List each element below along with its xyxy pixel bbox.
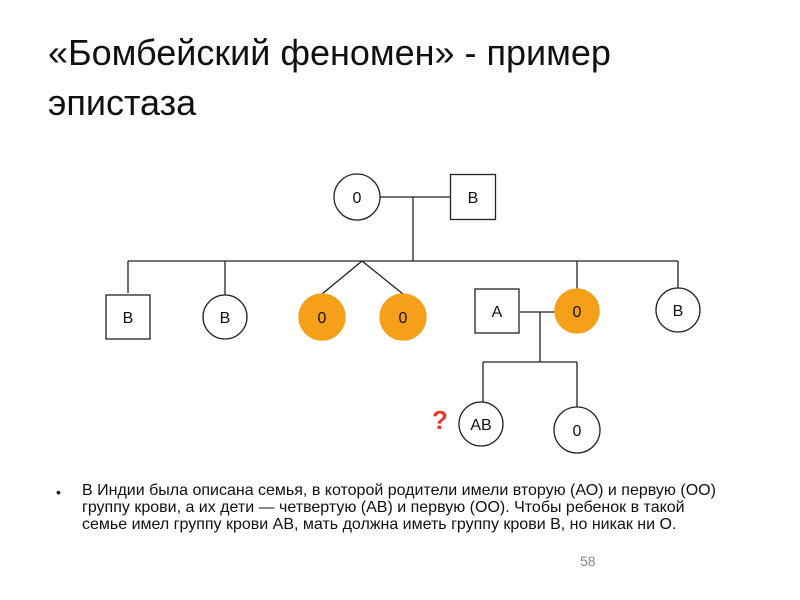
blood-group-label: 0	[353, 190, 362, 207]
blood-group-label: B	[673, 303, 684, 320]
pedigree-node-daughter-twin-1: 0	[298, 293, 346, 341]
slide-title: «Бомбейский феномен» - пример эпистаза	[48, 28, 788, 128]
title-line-2: эпистаза	[48, 82, 197, 123]
title-line-1: «Бомбейский феномен» - пример	[48, 32, 611, 73]
pedigree-node-daughter-3: B	[655, 287, 701, 333]
female-symbol	[202, 294, 248, 340]
blood-group-label: B	[123, 310, 134, 327]
pedigree-node-grandfather: B	[449, 173, 497, 221]
male-symbol	[105, 294, 151, 340]
male-symbol	[474, 288, 520, 334]
blood-group-label: B	[468, 190, 479, 207]
pedigree-node-daughter-2: 0	[554, 288, 600, 334]
female-symbol	[655, 287, 701, 333]
pedigree-node-son-1: B	[105, 294, 151, 340]
pedigree-lines	[127, 196, 679, 407]
blood-group-label: B	[220, 310, 231, 327]
blood-group-label: AB	[470, 417, 491, 434]
female-symbol	[458, 401, 504, 447]
pedigree-node-grandchild-2: 0	[553, 406, 601, 454]
pedigree-node-daughter-1: B	[202, 294, 248, 340]
blood-group-label: 0	[399, 310, 408, 327]
pedigree-node-grandmother: 0	[333, 173, 381, 221]
female-symbol	[379, 293, 427, 341]
female-symbol	[333, 173, 381, 221]
question-mark: ?	[432, 405, 448, 435]
pedigree-node-son-in-law: A	[474, 288, 520, 334]
body-paragraph: • В Индии была описана семья, в которой …	[56, 482, 726, 533]
drop-twin-2	[361, 260, 404, 295]
male-symbol	[449, 173, 497, 221]
body-text: В Индии была описана семья, в которой ро…	[82, 482, 716, 533]
blood-group-label: 0	[573, 304, 582, 321]
pedigree-node-daughter-twin-2: 0	[379, 293, 427, 341]
female-symbol	[298, 293, 346, 341]
blood-group-label: 0	[318, 310, 327, 327]
drop-twin-1	[321, 260, 363, 295]
page-number: 58	[580, 553, 596, 569]
blood-group-label: 0	[573, 423, 582, 440]
female-symbol	[553, 406, 601, 454]
blood-group-label: A	[492, 304, 503, 321]
bullet-icon: •	[56, 484, 61, 500]
pedigree-node-grandchild-1: AB?	[432, 401, 504, 447]
female-symbol	[554, 288, 600, 334]
